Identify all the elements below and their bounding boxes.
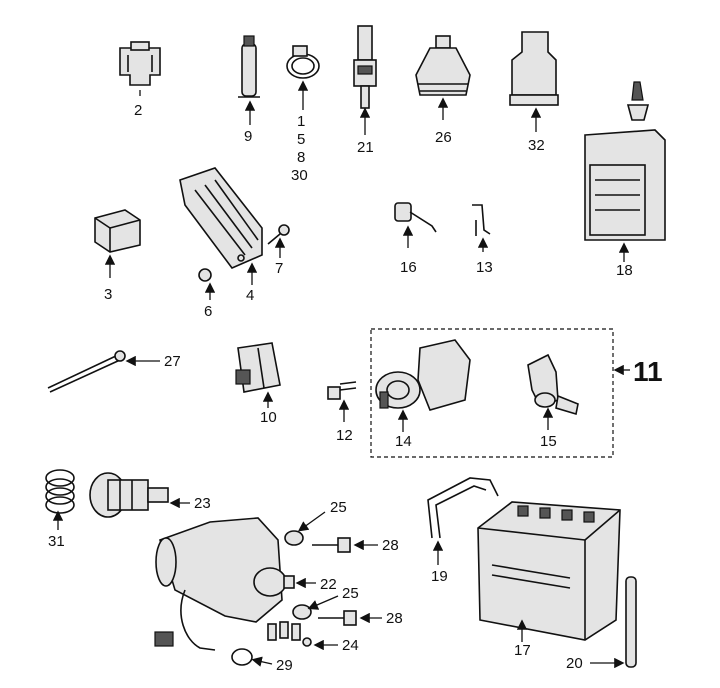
label-part-2: 2 xyxy=(134,102,142,119)
label-part-25-lower: 25 xyxy=(342,585,359,602)
battery-icon xyxy=(477,501,621,641)
label-part-27: 27 xyxy=(164,353,181,370)
label-part-20: 20 xyxy=(566,655,583,672)
label-part-32: 32 xyxy=(528,137,545,154)
bolt-icon xyxy=(312,537,351,553)
nut-icon xyxy=(198,268,212,282)
label-part-7: 7 xyxy=(275,260,283,277)
leader-29 xyxy=(251,656,273,667)
label-part-22: 22 xyxy=(320,576,337,593)
label-part-11: 11 xyxy=(633,356,663,387)
seat-lock-icon xyxy=(527,353,579,416)
washer-icon xyxy=(292,604,312,620)
group-11-box xyxy=(370,328,614,458)
label-part-23: 23 xyxy=(194,495,211,512)
label-part-6: 6 xyxy=(204,303,212,320)
label-part-18: 18 xyxy=(616,262,633,279)
cable-tie-icon xyxy=(47,350,126,393)
label-part-30: 30 xyxy=(291,167,308,184)
label-part-4: 4 xyxy=(246,287,254,304)
label-part-10: 10 xyxy=(260,409,277,426)
label-part-24: 24 xyxy=(342,637,359,654)
label-part-25-upper: 25 xyxy=(330,499,347,516)
stop-light-switch-icon xyxy=(353,25,377,109)
washer-icon xyxy=(284,530,304,546)
label-part-17: 17 xyxy=(514,642,531,659)
rubber-boot-icon xyxy=(509,31,559,106)
label-part-19: 19 xyxy=(431,568,448,585)
leader-25b xyxy=(307,595,339,610)
label-part-13: 13 xyxy=(476,259,493,276)
relay-icon xyxy=(94,209,141,253)
label-part-9: 9 xyxy=(244,128,252,145)
label-part-15: 15 xyxy=(540,433,557,450)
label-part-8: 8 xyxy=(297,149,305,166)
grease-tube-icon xyxy=(238,35,260,98)
hose-clamp-icon xyxy=(286,45,320,79)
fuse-icon xyxy=(119,41,161,86)
screw-icon xyxy=(327,381,357,400)
label-part-21: 21 xyxy=(357,139,374,156)
label-part-16: 16 xyxy=(400,259,417,276)
label-part-5: 5 xyxy=(297,131,305,148)
label-part-26: 26 xyxy=(435,129,452,146)
breather-tube-icon xyxy=(625,576,637,668)
label-part-28-upper: 28 xyxy=(382,537,399,554)
clip-icon xyxy=(472,204,491,236)
label-part-1: 1 xyxy=(297,113,305,130)
label-part-12: 12 xyxy=(336,427,353,444)
label-part-28-lower: 28 xyxy=(386,610,403,627)
spring-icon xyxy=(45,469,75,514)
battery-strap-icon xyxy=(427,477,499,539)
oil-bottle-icon xyxy=(584,81,666,241)
switch-connector-icon xyxy=(235,342,281,393)
leader-25a xyxy=(297,511,326,532)
starter-motor-icon xyxy=(154,517,295,651)
brush-set-icon xyxy=(267,621,312,647)
bolt-icon xyxy=(267,224,290,245)
o-ring-icon xyxy=(231,648,253,666)
ignition-switch-icon xyxy=(375,339,471,411)
label-part-31: 31 xyxy=(48,533,65,550)
label-part-3: 3 xyxy=(104,286,112,303)
label-part-29: 29 xyxy=(276,657,293,674)
rubber-boot-icon xyxy=(415,35,471,96)
voltage-regulator-icon xyxy=(179,167,263,269)
starter-gear-icon xyxy=(89,472,169,518)
bolt-icon xyxy=(318,610,357,626)
key-icon xyxy=(394,202,437,233)
label-part-14: 14 xyxy=(395,433,412,450)
